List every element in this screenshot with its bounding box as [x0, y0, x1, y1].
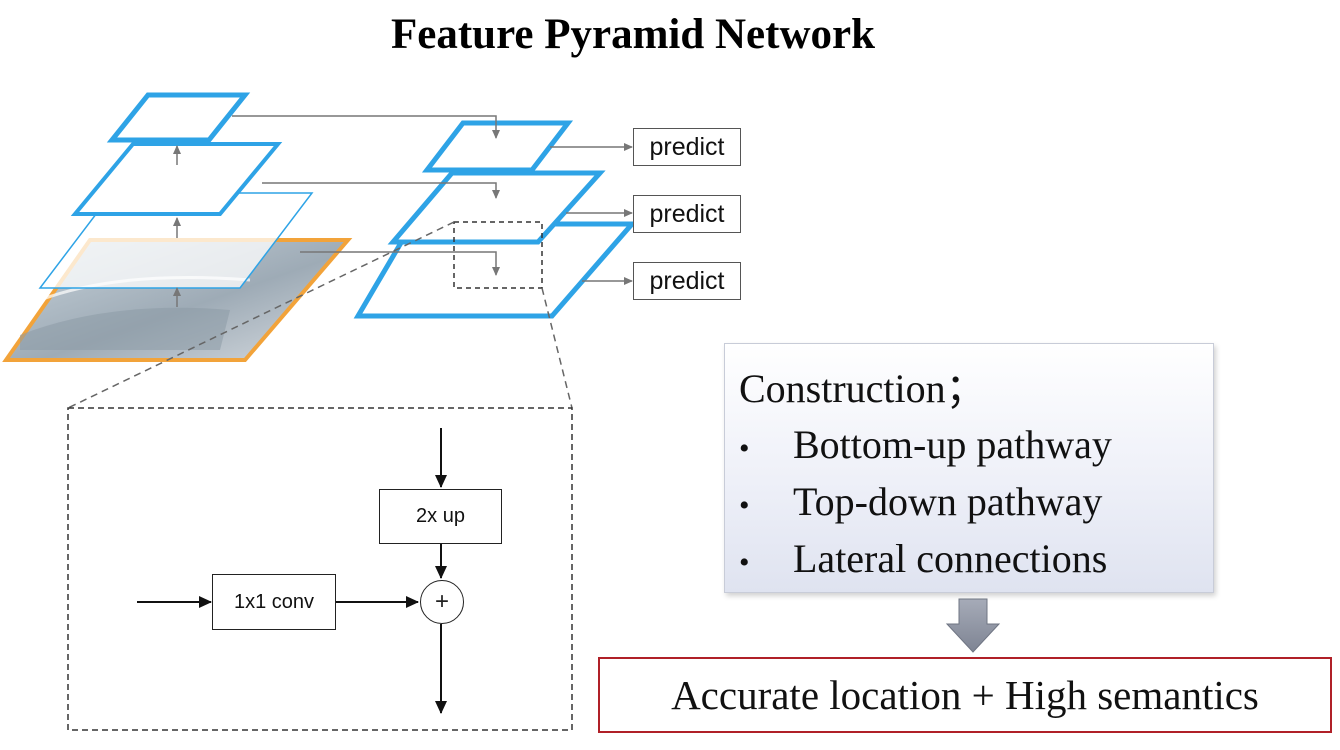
bullet-icon: • [739, 546, 750, 579]
bullet-icon: • [739, 432, 750, 465]
bottom-up-level-3 [70, 142, 283, 216]
bottom-up-level-2 [38, 192, 314, 289]
result-box: Accurate location + High semantics [598, 657, 1332, 733]
list-item-label: Bottom-up pathway [793, 422, 1112, 467]
predict-box-bottom: predict [633, 262, 741, 300]
bullet-icon: • [739, 489, 750, 522]
list-item: • Bottom-up pathway [739, 416, 1112, 473]
list-item: • Lateral connections [739, 530, 1112, 587]
page-title: Feature Pyramid Network [390, 11, 876, 58]
construction-heading: Construction； [739, 366, 986, 411]
elementwise-add-node: + [420, 580, 464, 624]
predict-box-top: predict [633, 128, 741, 166]
list-item-label: Lateral connections [793, 536, 1108, 581]
list-item: • Top-down pathway [739, 473, 1112, 530]
detail-frame [67, 407, 573, 731]
construction-list: • Bottom-up pathway • Top-down pathway • La… [739, 416, 1112, 587]
lateral-conv-box: 1x1 conv [212, 574, 336, 630]
list-item-label: Top-down pathway [793, 479, 1103, 524]
top-down-level-2 [387, 170, 606, 245]
bottom-up-level-4 [106, 92, 251, 143]
detail-region-marker [453, 221, 543, 289]
arrow-down-icon [945, 598, 1001, 653]
construction-panel: Construction； • Bottom-up pathway • Top-do… [724, 343, 1214, 593]
predict-box-middle: predict [633, 195, 741, 233]
upsample-box: 2x up [379, 489, 502, 544]
top-down-level-3 [421, 120, 574, 173]
